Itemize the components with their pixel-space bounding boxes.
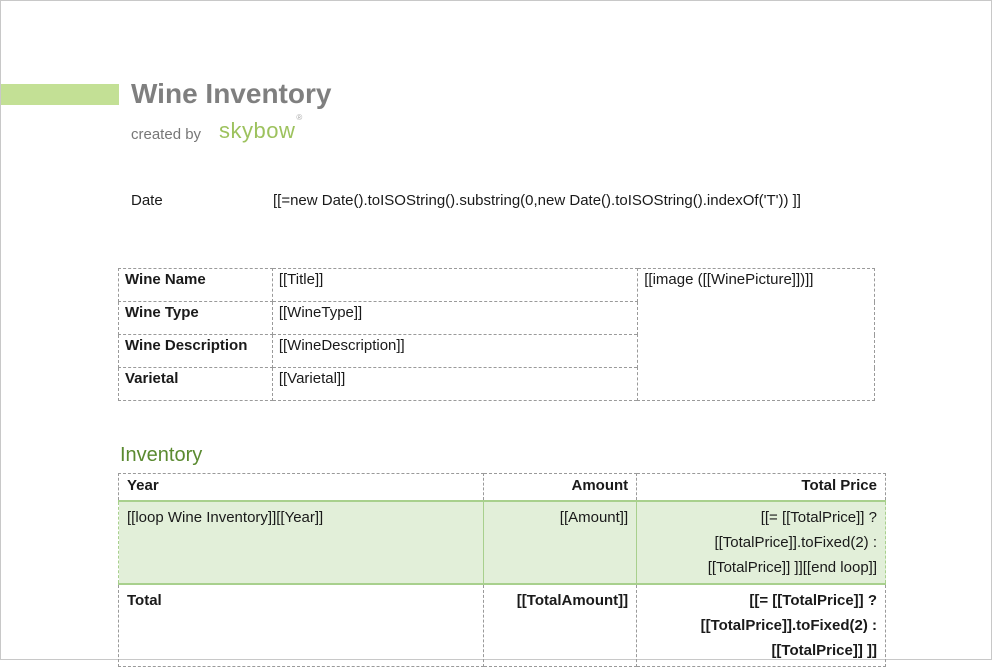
- total-row: Total [[TotalAmount]] [[= [[TotalPrice]]…: [117, 583, 886, 667]
- total-label: Total: [117, 583, 485, 667]
- wine-description-value[interactable]: [[WineDescription]]: [271, 334, 639, 368]
- skybow-logo: skybow®: [219, 113, 303, 144]
- wine-info-table: Wine Name [[Title]] [[image ([[WinePictu…: [118, 268, 875, 401]
- document-title: Wine Inventory: [131, 78, 332, 109]
- logo-text: skybow: [219, 118, 296, 143]
- table-row: Wine Description [[WineDescription]]: [118, 334, 875, 368]
- created-by-label: created by: [131, 126, 202, 143]
- inventory-heading: Inventory: [120, 444, 203, 466]
- table-row: [[loop Wine Inventory]][[Year]] [[Amount…: [117, 500, 886, 585]
- inventory-table: Year Amount Total Price [[loop Wine Inve…: [117, 473, 886, 667]
- loop-total-price-cell[interactable]: [[= [[TotalPrice]] ? [[TotalPrice]].toFi…: [636, 500, 886, 585]
- date-label: Date: [131, 192, 163, 209]
- wine-type-label: Wine Type: [118, 301, 273, 335]
- column-header-year: Year: [117, 473, 485, 502]
- wine-name-label: Wine Name: [118, 268, 273, 302]
- table-row: Wine Name [[Title]] [[image ([[WinePictu…: [118, 268, 875, 401]
- total-amount-cell[interactable]: [[TotalAmount]]: [483, 583, 638, 667]
- accent-bar: [1, 84, 119, 105]
- wine-name-value[interactable]: [[Title]]: [271, 268, 639, 302]
- varietal-label: Varietal: [118, 367, 273, 401]
- wine-type-value[interactable]: [[WineType]]: [271, 301, 639, 335]
- total-price-cell[interactable]: [[= [[TotalPrice]] ? [[TotalPrice]].toFi…: [636, 583, 886, 667]
- wine-description-label: Wine Description: [118, 334, 273, 368]
- varietal-value[interactable]: [[Varietal]]: [271, 367, 639, 401]
- table-row: Varietal [[Varietal]]: [118, 367, 875, 401]
- column-header-amount: Amount: [483, 473, 638, 502]
- table-row: Wine Type [[WineType]]: [118, 301, 875, 335]
- registered-mark: ®: [296, 112, 303, 122]
- date-value[interactable]: [[=new Date().toISOString().substring(0,…: [273, 192, 801, 209]
- column-header-total-price: Total Price: [636, 473, 886, 502]
- wine-picture-placeholder[interactable]: [[image ([[WinePicture]])]]: [637, 268, 875, 401]
- loop-year-cell[interactable]: [[loop Wine Inventory]][[Year]]: [117, 500, 485, 585]
- table-header-row: Year Amount Total Price: [117, 473, 886, 502]
- loop-amount-cell[interactable]: [[Amount]]: [483, 500, 638, 585]
